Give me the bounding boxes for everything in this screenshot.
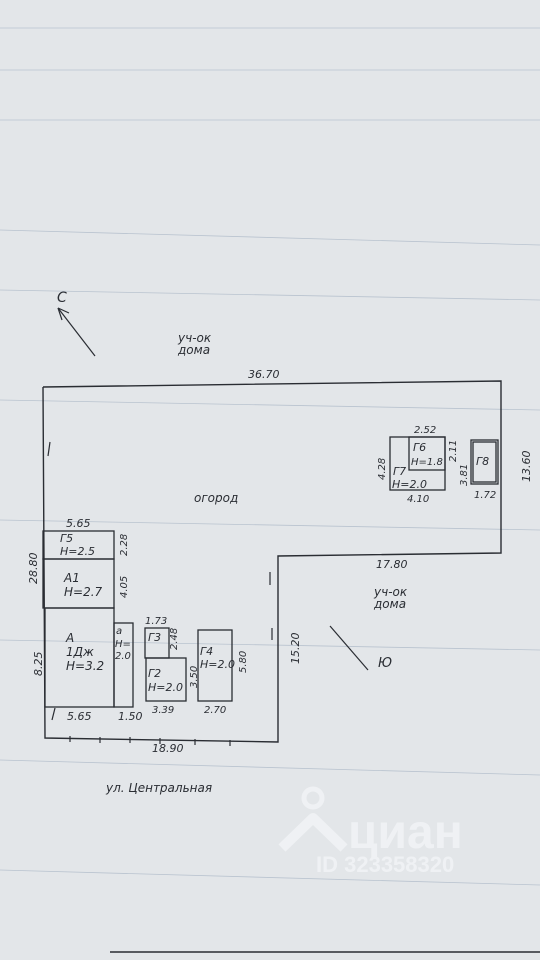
neighbor-top-line2: дома <box>177 343 210 357</box>
building-a-annex <box>113 622 134 708</box>
g8-width: 1.72 <box>474 490 496 501</box>
a-type: 1Дж <box>66 645 94 659</box>
g3-depth: 2.48 <box>169 628 180 650</box>
a1-dim: 4.05 <box>119 576 130 598</box>
dim-inner-h: 17.80 <box>376 558 408 571</box>
a-height: Н=3.2 <box>66 659 104 673</box>
outbuildings-g6-g8 <box>389 436 499 491</box>
neighbor-right-line1: уч-ок <box>373 585 408 599</box>
g5-width: 5.65 <box>66 517 91 530</box>
annex-width: 1.50 <box>118 710 143 723</box>
building-g8-inner <box>472 441 497 483</box>
boundary-ticks <box>47 441 273 746</box>
a-width: 5.65 <box>67 710 92 723</box>
g7-width: 4.10 <box>407 494 429 505</box>
g7-name: Г7 <box>393 465 406 478</box>
dim-left: 28.80 <box>27 553 40 585</box>
outbuildings-g2-g3 <box>144 627 187 702</box>
g4-name: Г4 <box>200 645 213 658</box>
compass-north-label: С <box>57 290 67 306</box>
building-g2 <box>145 657 187 702</box>
annex-height-bottom: 2.0 <box>115 651 131 662</box>
g4-depth: 5.80 <box>238 651 249 673</box>
g3-width: 1.73 <box>145 616 167 627</box>
g4-width: 2.70 <box>204 705 226 716</box>
dim-left-low: 8.25 <box>32 652 45 677</box>
g6-width: 2.52 <box>414 425 436 436</box>
dim-top: 36.70 <box>248 368 280 381</box>
neighbor-top-line1: уч-ок <box>177 331 212 345</box>
house-block <box>42 530 134 708</box>
a-name: А <box>65 631 74 645</box>
cian-watermark: циан ID 323358320 <box>278 786 463 877</box>
g8-name: Г8 <box>476 455 489 468</box>
watermark-id: ID 323358320 <box>316 852 454 877</box>
a1-height: Н=2.7 <box>64 585 103 599</box>
street-label: ул. Центральная <box>105 781 212 795</box>
dim-inner-v: 15.20 <box>289 633 302 665</box>
g6-depth: 2.11 <box>448 440 459 462</box>
neighbor-right-line2: дома <box>373 597 406 611</box>
g5-height: Н=2.5 <box>60 545 95 558</box>
g3-name: Г3 <box>148 631 161 644</box>
ruled-lines <box>0 27 540 886</box>
g5-name: Г5 <box>60 532 73 545</box>
compass-south-label: Ю <box>378 656 392 671</box>
g2-width: 3.39 <box>152 705 174 716</box>
building-g6 <box>408 436 446 471</box>
annex-name: а <box>116 626 122 637</box>
compass-north-arrow <box>57 307 96 357</box>
plot-label: огород <box>194 491 238 505</box>
dim-right: 13.60 <box>520 451 533 483</box>
g4-height: Н=2.0 <box>200 658 235 671</box>
dim-bottom: 18.90 <box>152 742 184 755</box>
g2-height: Н=2.0 <box>148 681 183 694</box>
g2-depth: 3.50 <box>189 666 200 688</box>
g6-height: Н=1.8 <box>411 457 443 468</box>
g7-depth: 4.28 <box>377 458 388 480</box>
g2-name: Г2 <box>148 667 161 680</box>
cian-pin-icon <box>278 786 348 852</box>
g8-depth: 3.81 <box>459 464 470 486</box>
annex-height-top: Н= <box>115 639 131 650</box>
watermark-brand: циан <box>348 806 463 859</box>
plot-boundary <box>42 380 502 743</box>
building-g8 <box>470 439 499 485</box>
compass-south-line <box>329 625 369 671</box>
g7-height: Н=2.0 <box>392 478 427 491</box>
building-g4 <box>197 629 233 702</box>
a1-name: А1 <box>63 571 80 585</box>
g5-depth: 2.28 <box>119 534 130 556</box>
g6-name: Г6 <box>413 441 426 454</box>
